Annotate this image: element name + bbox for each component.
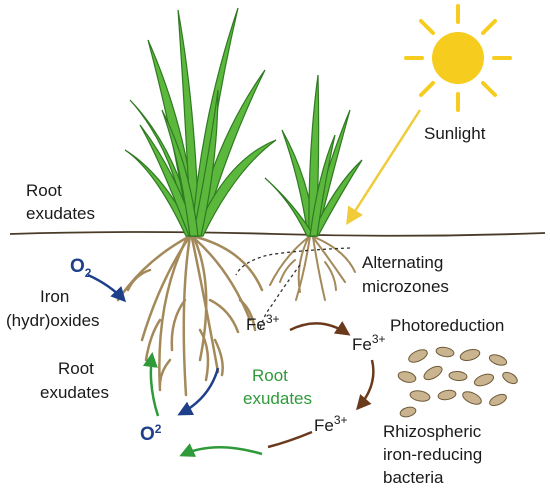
label-iron-hydroxides: Iron (hydr)oxides: [6, 287, 100, 330]
o2-to-iron-arrow: [87, 273, 127, 303]
label-rhizospheric-bacteria: Rhizospheric iron-reducing bacteria: [383, 422, 487, 487]
label-root-exudates-green: Root exudates: [243, 366, 312, 408]
label-o2-bottom: O2: [140, 422, 162, 445]
soil-surface-line: [9, 231, 546, 237]
label-fe3-bottom: Fe3+: [314, 413, 348, 435]
exudates-to-o2-blue-arrow: [177, 367, 220, 416]
label-o2-top: O2: [70, 256, 92, 280]
roots-small-plant: [269, 235, 356, 301]
fe-to-o2-green-arrow: [179, 443, 263, 457]
label-fe3-left: Fe3+: [246, 312, 280, 334]
small-grass-plant: [264, 74, 363, 237]
fe-to-fe-top-arrow: [289, 321, 351, 336]
label-root-exudates-top: Root exudates: [26, 181, 95, 223]
bacteria-cluster: [397, 346, 518, 418]
fe-to-fe-right-arrow: [356, 359, 375, 411]
large-grass-plant: [124, 7, 277, 237]
label-sunlight: Sunlight: [424, 124, 486, 143]
o2-to-exudates-green-arrow: [142, 352, 160, 417]
microzone-dashes: [235, 247, 351, 331]
sun-icon: [404, 4, 512, 112]
sunlight-arrow: [346, 109, 422, 225]
label-root-exudates-left: Root exudates: [40, 359, 109, 402]
label-alternating-microzones: Alternating microzones: [362, 253, 449, 296]
label-photoreduction: Photoreduction: [390, 316, 504, 335]
roots-large-plant: [116, 234, 264, 397]
fe-to-green-brown-arrow: [267, 430, 313, 449]
label-fe3-right: Fe3+: [352, 332, 386, 354]
